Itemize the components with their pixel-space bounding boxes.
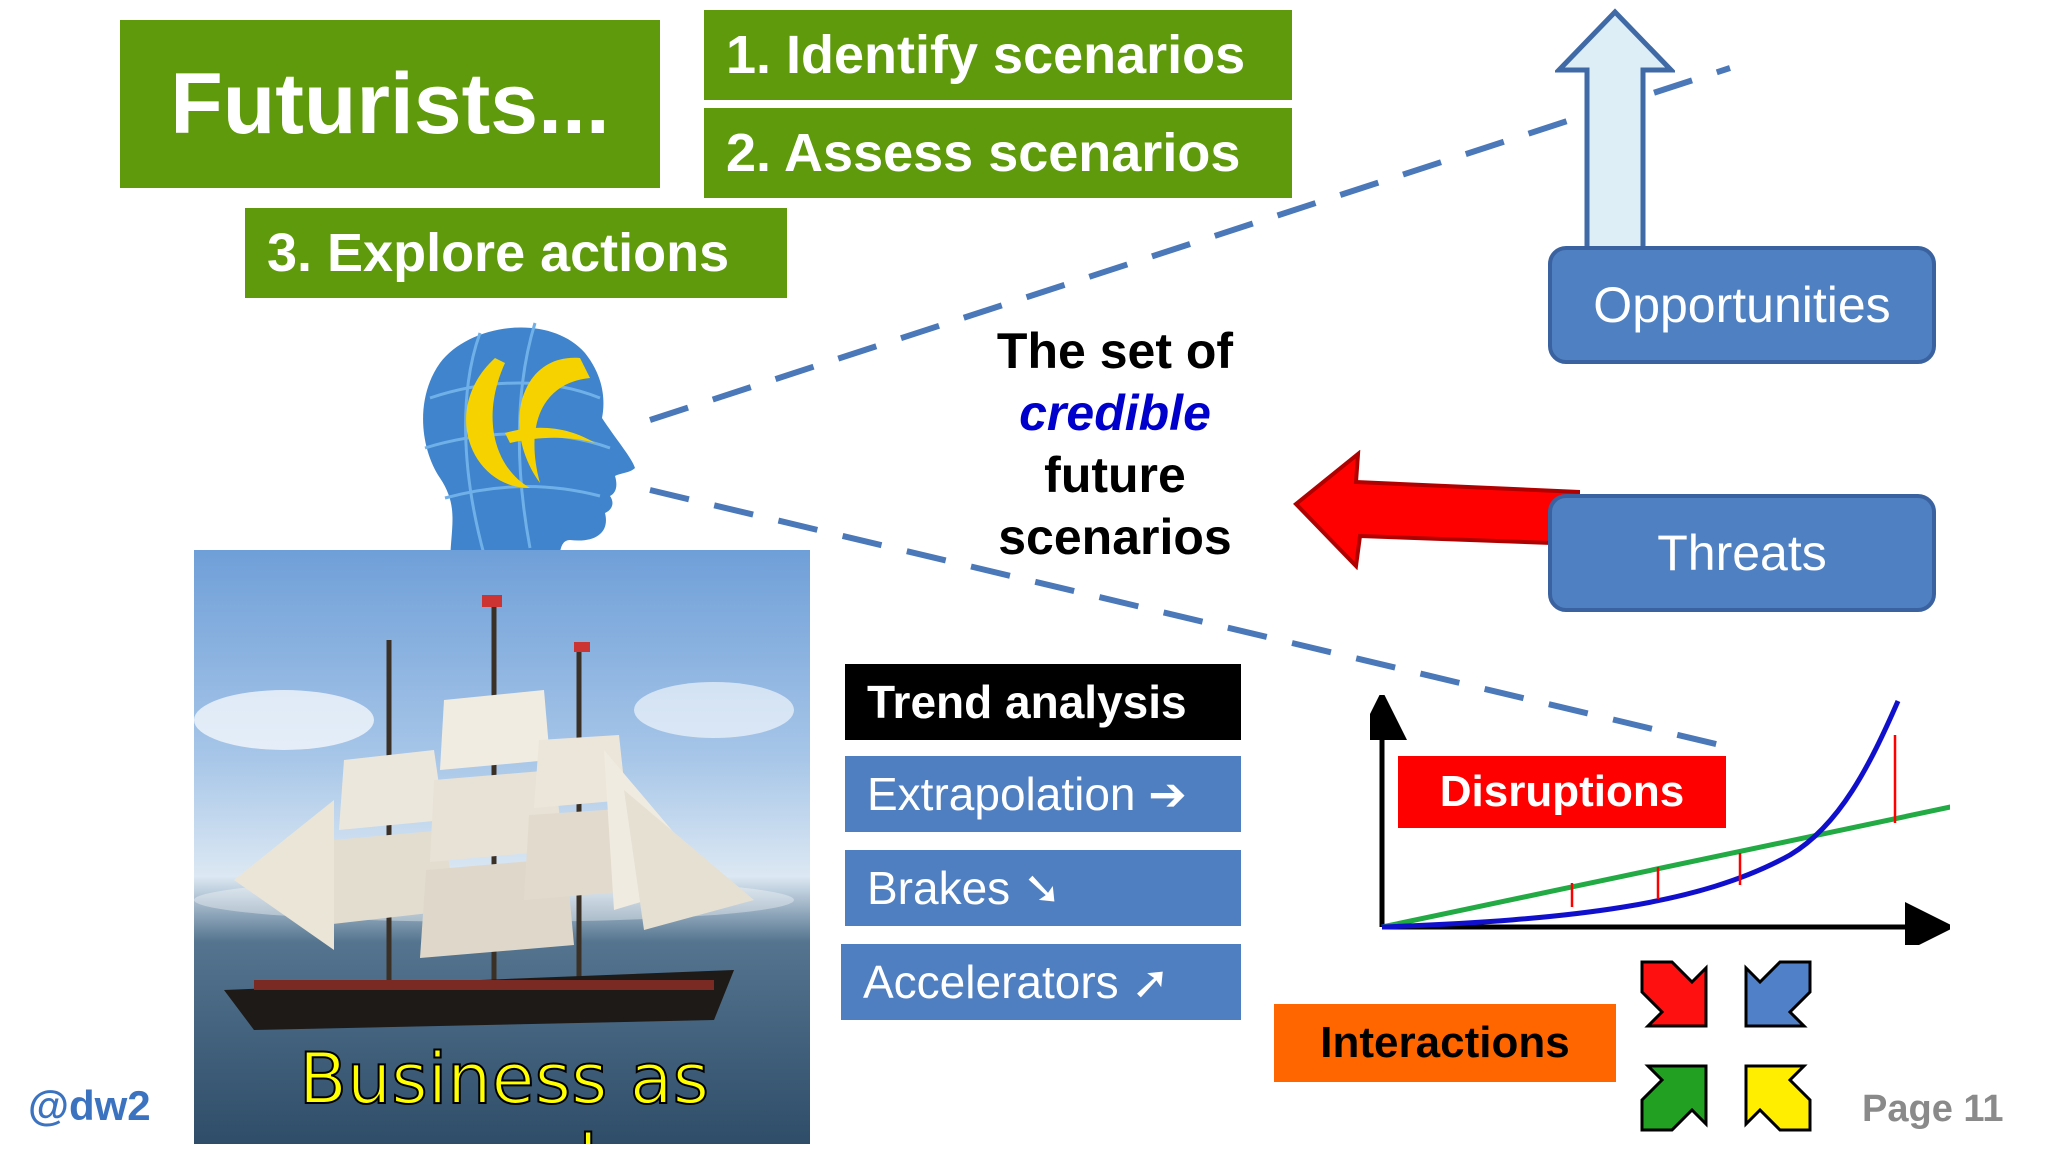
interactions-label: Interactions [1320, 1018, 1570, 1067]
step-3-box: 3. Explore actions [245, 208, 787, 298]
converging-arrows-icon [1640, 960, 1812, 1132]
step-2-box: 2. Assess scenarios [704, 108, 1292, 198]
opportunities-box: Opportunities [1548, 246, 1936, 364]
center-line-2: credible [1019, 385, 1211, 441]
center-line-4: scenarios [998, 509, 1232, 565]
sailing-ship-icon [194, 595, 794, 1030]
opportunities-label: Opportunities [1593, 277, 1891, 333]
threats-box: Threats [1548, 494, 1936, 612]
ship-caption: Business as usual [298, 1037, 710, 1144]
accelerators-label: Accelerators ➚ [863, 956, 1170, 1008]
interactions-box: Interactions [1274, 1004, 1616, 1082]
page-number: Page 11 [1862, 1088, 2004, 1130]
ship-photo: Business as usual [194, 550, 810, 1144]
accelerators-item: Accelerators ➚ [841, 944, 1241, 1020]
disruption-graph [1370, 695, 1950, 945]
left-arrow-icon [1293, 450, 1580, 570]
head-globe-icon [423, 322, 635, 580]
trend-analysis-header: Trend analysis [845, 664, 1241, 740]
disruptions-label: Disruptions [1439, 767, 1685, 816]
credible-scenarios-text: The set of credible future scenarios [945, 320, 1285, 568]
center-line-1: The set of [996, 323, 1234, 379]
brakes-item: Brakes ➘ [845, 850, 1241, 926]
step-3-label: 3. Explore actions [267, 223, 730, 283]
author-handle: @dw2 [28, 1082, 151, 1129]
extrapolation-item: Extrapolation ➔ [845, 756, 1241, 832]
title-box: Futurists... [120, 20, 660, 188]
extrapolation-label: Extrapolation ➔ [867, 768, 1187, 820]
center-line-3: future [1044, 447, 1186, 503]
brakes-label: Brakes ➘ [867, 862, 1062, 914]
trend-header-label: Trend analysis [867, 676, 1187, 728]
disruptions-box: Disruptions [1398, 756, 1726, 828]
step-2-label: 2. Assess scenarios [726, 123, 1241, 183]
step-1-label: 1. Identify scenarios [726, 25, 1246, 85]
up-arrow-icon [1555, 8, 1675, 250]
page-title: Futurists... [170, 55, 610, 152]
step-1-box: 1. Identify scenarios [704, 10, 1292, 100]
threats-label: Threats [1657, 525, 1827, 581]
